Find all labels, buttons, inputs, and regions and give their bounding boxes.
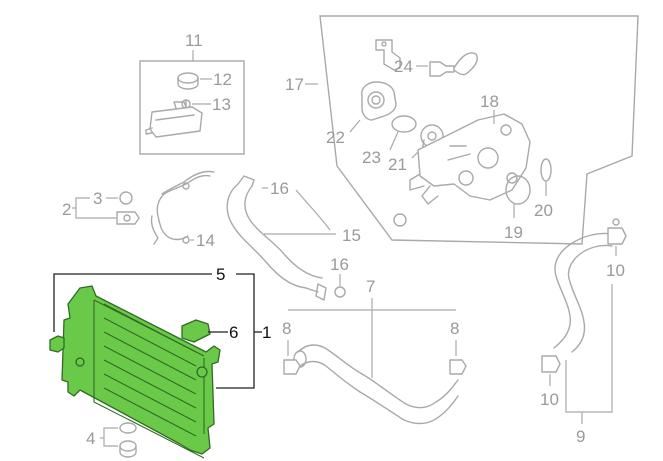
callout-13: 13 <box>212 95 231 114</box>
callout-5: 5 <box>216 265 225 284</box>
o-ring-19 <box>505 175 531 205</box>
callout-9: 9 <box>576 427 585 446</box>
bracket-part-top <box>375 39 401 71</box>
hose-clamp-8-left <box>283 359 301 375</box>
mount-bushing-upper <box>119 422 137 434</box>
bypass-hose <box>553 232 613 353</box>
callout-18: 18 <box>480 92 499 111</box>
callout-20: 20 <box>534 201 553 220</box>
grommet-part <box>119 191 133 205</box>
temperature-sensor <box>429 52 478 77</box>
callout-7: 7 <box>366 277 375 296</box>
o-ring-20 <box>540 158 552 182</box>
radiator-bracket <box>49 335 65 353</box>
callout-12: 12 <box>213 70 232 89</box>
callout-6: 6 <box>229 323 238 342</box>
callout-8-left: 8 <box>282 319 291 338</box>
callout-24: 24 <box>394 57 413 76</box>
callout-17: 17 <box>285 75 304 94</box>
radiator <box>61 285 221 459</box>
callout-1: 1 <box>262 323 271 342</box>
callout-2: 2 <box>62 200 71 219</box>
callout-15: 15 <box>342 226 361 245</box>
outlet-housing <box>361 81 397 121</box>
callout-16-top: 16 <box>270 179 289 198</box>
reservoir-group-box <box>139 60 245 155</box>
callout-21: 21 <box>388 155 407 174</box>
plug-part <box>393 213 407 227</box>
lower-radiator-hose <box>293 344 459 425</box>
hose-clamp-10-bottom <box>541 355 561 373</box>
thermostat-group-box <box>319 15 639 245</box>
callout-23: 23 <box>362 148 381 167</box>
hose-clamp-16 <box>334 286 346 298</box>
air-guide <box>181 319 211 343</box>
mount-bushing-lower <box>119 440 137 452</box>
callout-10-bottom: 10 <box>540 390 559 409</box>
reservoir-cap <box>177 72 199 90</box>
callout-10-top: 10 <box>606 261 625 280</box>
thermostat-housing <box>409 113 531 205</box>
bracket-group-2: 2 3 <box>62 189 140 225</box>
gasket-23 <box>391 115 417 133</box>
reservoir-hose <box>150 170 215 245</box>
hose-clamp-8-right <box>449 359 467 375</box>
reservoir-tank <box>145 101 203 138</box>
callout-16-bottom: 16 <box>330 255 349 274</box>
mount-group-4: 4 <box>86 422 137 458</box>
radiator-body <box>61 285 221 455</box>
callout-3: 3 <box>93 189 102 208</box>
reservoir-group: 11 12 13 <box>139 31 245 155</box>
callout-8-right: 8 <box>450 319 459 338</box>
callout-22: 22 <box>326 128 345 147</box>
callout-14: 14 <box>196 231 215 250</box>
callout-4: 4 <box>86 429 95 448</box>
thermostat-group: 17 24 22 23 21 <box>285 15 639 245</box>
upper-radiator-hose <box>226 175 327 301</box>
bracket-part <box>116 211 140 225</box>
callout-19: 19 <box>504 223 523 242</box>
hose-clamp-10-top <box>607 227 627 245</box>
callout-11: 11 <box>185 31 203 50</box>
